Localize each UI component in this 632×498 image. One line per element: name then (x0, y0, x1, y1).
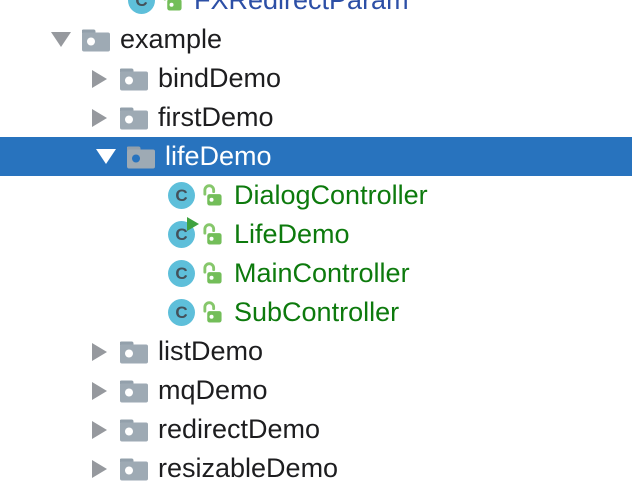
run-arrow-icon (187, 217, 199, 231)
tree-item-example[interactable]: example (0, 20, 632, 59)
tree-item-resizabledemo[interactable]: resizableDemo (0, 449, 632, 488)
project-tree: C FXRedirectParam example bindDemo first… (0, 0, 632, 488)
package-folder-icon (120, 380, 148, 402)
tree-item-label: listDemo (158, 336, 264, 366)
package-folder-icon (120, 458, 148, 480)
tree-item-label: mqDemo (158, 375, 268, 405)
unlocked-padlock-icon (203, 262, 223, 285)
package-folder-icon (120, 419, 148, 441)
chevron-right-icon[interactable] (86, 456, 112, 482)
class-icon: C (168, 299, 195, 326)
class-icon: C (128, 0, 155, 14)
tree-item-label: SubController (234, 297, 400, 327)
tree-item-label: firstDemo (158, 102, 274, 132)
class-icon: C (168, 260, 195, 287)
unlocked-padlock-icon (203, 184, 223, 207)
class-icon: C (168, 182, 195, 209)
tree-item-lifedemo[interactable]: lifeDemo (0, 137, 632, 176)
package-folder-icon (120, 68, 148, 90)
unlocked-padlock-icon (203, 301, 223, 324)
tree-item-binddemo[interactable]: bindDemo (0, 59, 632, 98)
chevron-right-icon[interactable] (86, 417, 112, 443)
tree-item-label: example (120, 24, 223, 54)
tree-item-label: lifeDemo (165, 141, 272, 171)
tree-item-label: FXRedirectParam (194, 0, 409, 15)
package-folder-icon (120, 107, 148, 129)
tree-item-subcontroller[interactable]: C SubController (0, 293, 632, 332)
tree-item-lifedemo-class[interactable]: C LifeDemo (0, 215, 632, 254)
tree-item-mqdemo[interactable]: mqDemo (0, 371, 632, 410)
chevron-right-icon[interactable] (86, 105, 112, 131)
unlocked-padlock-icon (163, 0, 183, 12)
tree-item-label: resizableDemo (158, 453, 339, 483)
unlocked-padlock-icon (203, 223, 223, 246)
chevron-right-icon[interactable] (86, 378, 112, 404)
chevron-down-icon[interactable] (48, 27, 74, 53)
chevron-down-icon[interactable] (93, 144, 119, 170)
chevron-right-icon[interactable] (86, 66, 112, 92)
package-folder-icon (127, 146, 155, 168)
tree-item-redirectdemo[interactable]: redirectDemo (0, 410, 632, 449)
tree-item-listdemo[interactable]: listDemo (0, 332, 632, 371)
chevron-right-icon[interactable] (86, 339, 112, 365)
runnable-class-icon: C (168, 217, 199, 248)
tree-item-label: bindDemo (158, 63, 282, 93)
tree-item-fxredirectparam[interactable]: C FXRedirectParam (0, 0, 632, 20)
tree-item-maincontroller[interactable]: C MainController (0, 254, 632, 293)
package-folder-icon (120, 341, 148, 363)
tree-item-dialogcontroller[interactable]: C DialogController (0, 176, 632, 215)
tree-item-label: DialogController (234, 180, 428, 210)
package-folder-icon (82, 29, 110, 51)
tree-item-label: LifeDemo (234, 219, 350, 249)
tree-item-firstdemo[interactable]: firstDemo (0, 98, 632, 137)
tree-item-label: MainController (234, 258, 410, 288)
tree-item-label: redirectDemo (158, 414, 321, 444)
